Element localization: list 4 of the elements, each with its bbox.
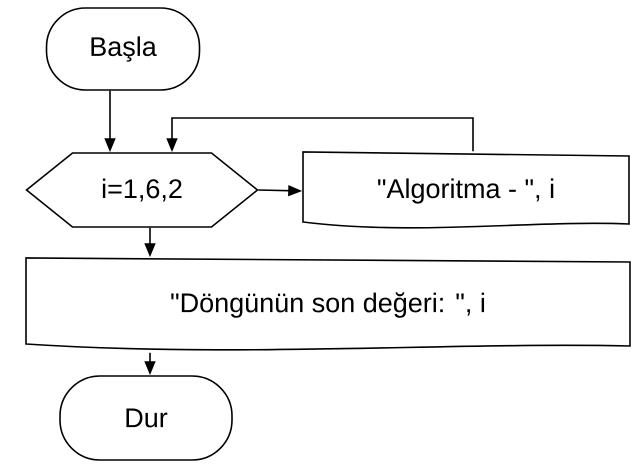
terminal-box: Başla: [46, 7, 200, 91]
output-box: "Algoritma - ", i: [302, 151, 630, 229]
terminal-box: Dur: [59, 375, 233, 461]
output-box: "Döngünün son değeri: ", i: [25, 257, 631, 351]
